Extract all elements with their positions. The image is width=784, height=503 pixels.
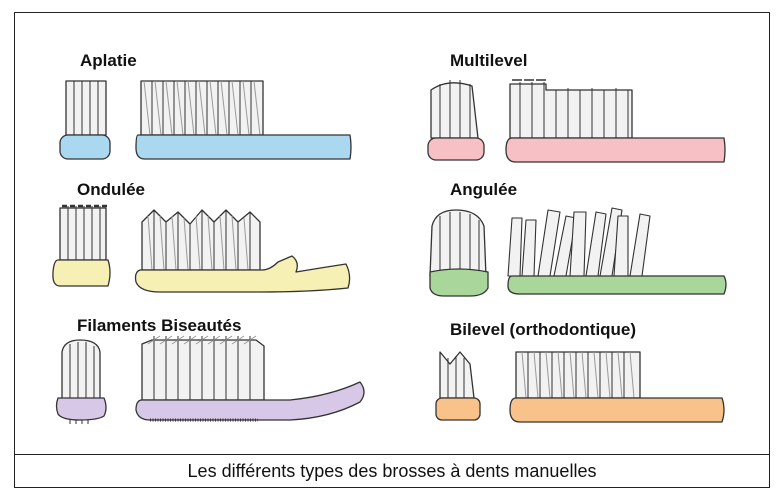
brush-aplatie-side <box>135 80 352 160</box>
brush-ondulee-side <box>134 209 351 293</box>
brush-bilevel-front <box>435 351 481 421</box>
brush-multilevel-front <box>427 80 485 161</box>
label-aplatie: Aplatie <box>80 51 137 70</box>
figure-frame <box>14 12 770 488</box>
brush-bilevel-side <box>509 351 725 423</box>
brush-biseautes-front <box>55 339 107 424</box>
caption-divider <box>14 454 770 455</box>
brush-biseautes-side <box>135 335 365 422</box>
brush-angulee-side <box>507 207 727 295</box>
brush-multilevel-side <box>505 79 726 163</box>
label-ondulee: Ondulée <box>77 180 146 199</box>
label-angulee: Angulée <box>450 180 518 199</box>
brush-ondulee-front <box>52 204 111 287</box>
label-bilevel: Bilevel (orthodontique) <box>450 320 637 339</box>
brush-aplatie-front <box>59 80 111 160</box>
figure-caption: Les différents types des brosses à dents… <box>187 461 597 481</box>
label-multilevel: Multilevel <box>450 51 528 70</box>
label-filaments-biseautes: Filaments Biseautés <box>77 316 242 335</box>
brush-angulee-front <box>429 209 489 297</box>
